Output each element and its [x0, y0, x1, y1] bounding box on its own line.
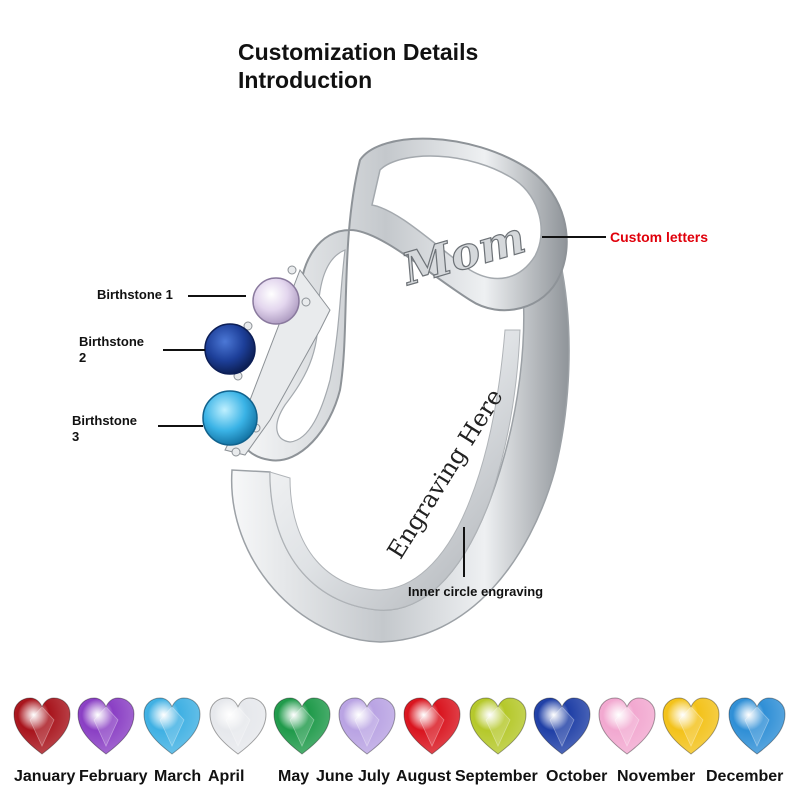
heart-gem-september [533, 697, 591, 755]
month-label-may: May [278, 768, 310, 785]
custom-letters-label: Custom letters [610, 229, 709, 245]
month-label-september: September [455, 768, 538, 785]
birthstone-1-label: Birthstone 1 [97, 287, 173, 302]
birthstone-3-gem [202, 390, 258, 446]
month-label-november: November [617, 768, 696, 785]
title-line-1: Customization Details [238, 39, 479, 65]
heart-gem-october [598, 697, 656, 755]
heart-gem-may [273, 697, 331, 755]
heart-gem-april [209, 697, 267, 755]
ring-illustration: Mom Engraving Here [202, 137, 570, 643]
heart-gem-august [469, 697, 527, 755]
birthstone-1-gem [252, 277, 300, 325]
heart-gem-june [338, 697, 396, 755]
month-label-april: April [208, 768, 245, 785]
month-label-february: February [79, 768, 148, 785]
heart-gem-november [662, 697, 720, 755]
birthstone-2-label-line2: 2 [79, 350, 87, 365]
custom-letters-leader [542, 236, 606, 238]
month-label-october: October [546, 768, 608, 785]
birthstone-1-leader [188, 295, 246, 297]
birthstone-2-leader [163, 349, 205, 351]
inner-engraving-label: Inner circle engraving [408, 584, 544, 599]
heart-gem-december [728, 697, 786, 755]
birthstone-3-label: Birthstone 3 [72, 413, 137, 445]
birthstone-2-gem [204, 323, 256, 375]
month-label-june: June [316, 768, 354, 785]
page-title: Customization Details Introduction [238, 38, 478, 94]
month-label-january: January [14, 768, 76, 785]
birthstone-3-label-line1: Birthstone [72, 413, 137, 428]
heart-gem-january [13, 697, 71, 755]
month-label-march: March [154, 768, 202, 785]
infinity-symbol [237, 137, 568, 462]
heart-gem-february [77, 697, 135, 755]
title-line-2: Introduction [238, 67, 373, 93]
birthstone-2-label: Birthstone 2 [79, 334, 144, 366]
inner-engraving-leader [463, 527, 465, 577]
month-label-august: August [396, 768, 452, 785]
heart-gem-march [143, 697, 201, 755]
birthstone-2-label-line1: Birthstone [79, 334, 144, 349]
month-label-december: December [706, 768, 784, 785]
month-label-july: July [358, 768, 391, 785]
birthstone-3-leader [158, 425, 203, 427]
birthstone-3-label-line2: 3 [72, 429, 80, 444]
heart-gem-july [403, 697, 461, 755]
